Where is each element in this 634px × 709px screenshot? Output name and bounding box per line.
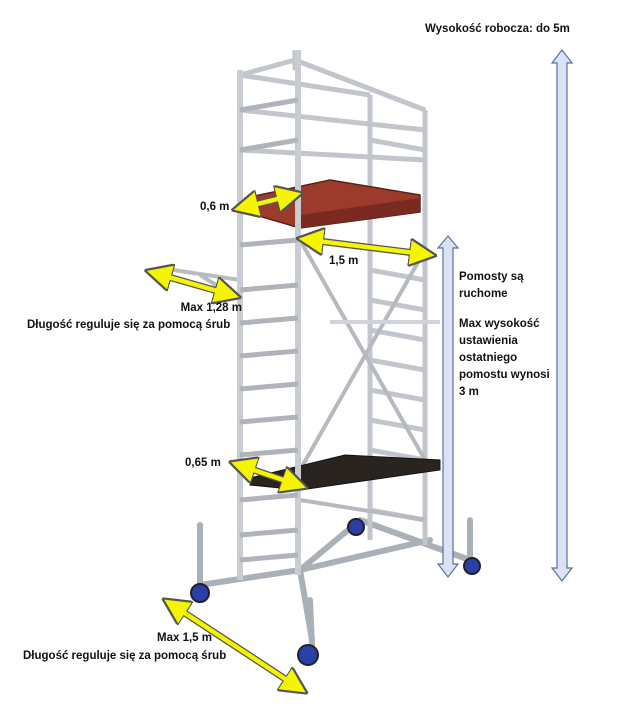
stabilizer-max-label: Max 1,28 m — [180, 302, 242, 314]
front-ladder-rungs — [239, 97, 299, 563]
note-line: pomostu wynosi — [459, 369, 550, 381]
max-platform-height-note: Max wysokość ustawienia ostatniego pomos… — [459, 316, 550, 401]
note-line: Max wysokość — [459, 318, 540, 330]
dimension-arrows-yellow — [158, 196, 423, 686]
base-max-label: Max 1,5 m — [157, 632, 212, 644]
lower-platform — [249, 454, 441, 491]
note-line: ostatniego — [459, 352, 518, 364]
working-height-label: Wysokość robocza: do 5m — [425, 23, 570, 35]
cross-brace — [298, 239, 427, 522]
platform-length-label: 1,5 m — [329, 255, 359, 267]
note-line: Pomosty są — [459, 271, 524, 283]
movable-platforms-note: Pomosty są ruchome — [459, 269, 524, 303]
lower-platform-width-label: 0,65 m — [185, 457, 221, 469]
note-line: 3 m — [459, 386, 479, 398]
base-adjust-label: Długość reguluje się za pomocą śrub — [23, 650, 227, 662]
stabilizer-adjust-label: Długość reguluje się za pomocą śrub — [27, 319, 231, 331]
platform-width-label: 0,6 m — [200, 201, 230, 213]
note-line: ustawienia — [459, 335, 518, 347]
note-line: ruchome — [459, 288, 508, 300]
guard-rails — [239, 50, 426, 163]
platform-height-arrow — [436, 235, 460, 578]
working-height-arrow — [550, 49, 574, 582]
